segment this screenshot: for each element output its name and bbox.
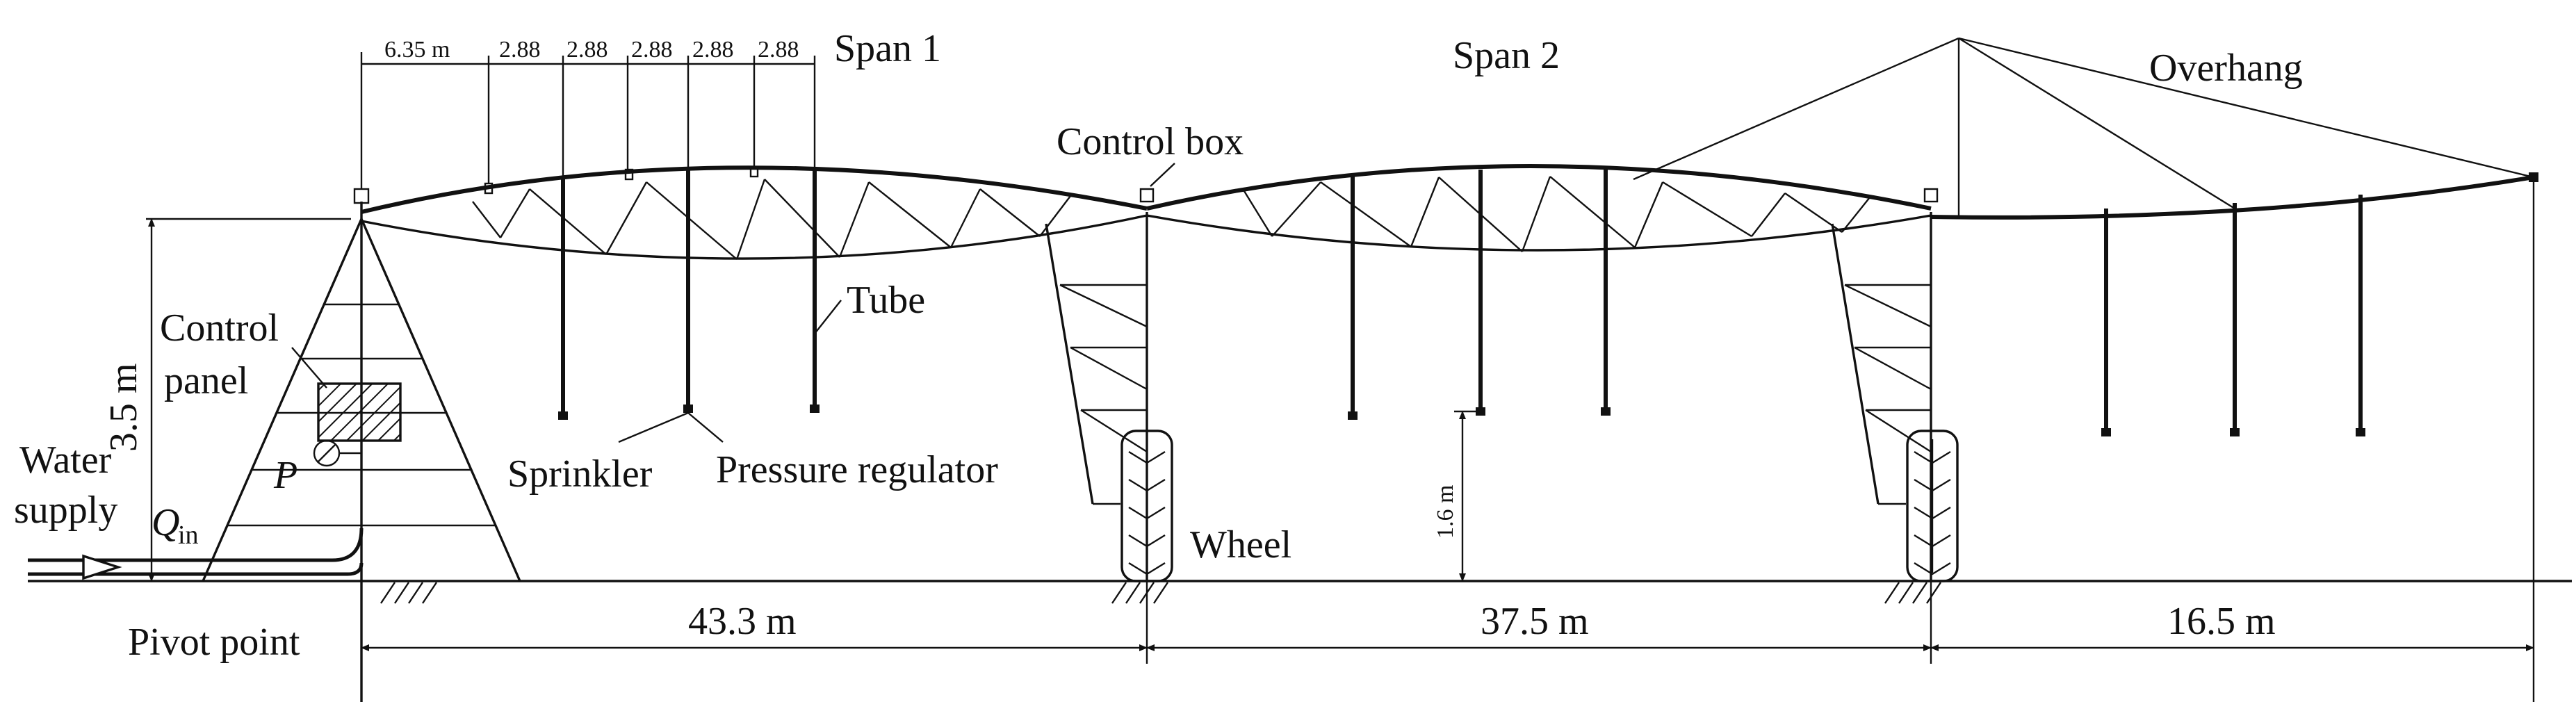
spacing-dimension [360,52,816,189]
dim-spacing-2: 2.88 [566,37,608,63]
dim-span2-length: 37.5 m [1481,600,1589,643]
label-control-box: Control box [1057,120,1244,163]
control-panel-leader [291,347,327,389]
ground-hatch-wheel2 [1884,582,1941,604]
label-q-subscript: in [178,521,199,550]
dim-spacing-3: 2.88 [631,37,673,63]
span1-truss [361,165,1148,260]
span2-truss [1146,164,1932,252]
label-sprinkler: Sprinkler [507,452,653,496]
dim-span1-length: 43.3 m [688,600,797,643]
ground-hatch-wheel1 [1111,582,1168,604]
span2-drops [1348,170,1611,420]
label-water-supply-line1: Water [19,439,112,482]
label-control-panel-line2: panel [164,359,248,402]
span1-drops [484,165,820,420]
pressure-gauge [313,439,361,467]
label-water-supply-line2: supply [14,489,117,532]
dim-spacing-1: 2.88 [499,37,541,63]
dim-overhang-length: 16.5 m [2167,600,2276,643]
leader-lines [618,300,842,443]
dim-spacing-4: 2.88 [692,37,734,63]
label-span1: Span 1 [834,27,941,70]
label-wheel: Wheel [1190,523,1291,566]
dim-sprinkler-height: 1.6 m [1433,485,1458,539]
label-overhang: Overhang [2149,47,2303,90]
label-q-symbol: Q [152,501,179,544]
wheel-2 [1906,430,1959,582]
label-tube: Tube [847,279,925,322]
tower-height-dimension [146,218,351,582]
tower-1 [1045,188,1155,581]
ground-hatch-pivot [380,580,437,604]
control-box-leader [1150,163,1175,187]
label-span2: Span 2 [1453,34,1560,77]
tower-2 [1831,188,1939,581]
sprinkler-height-dimension [1454,410,1481,582]
water-supply-pipe [28,528,364,580]
label-pivot-point: Pivot point [128,621,300,664]
dim-spacing-5: 2.88 [758,37,799,63]
pivot-tower [202,188,521,702]
overhang [1633,37,2538,702]
wheel-1 [1120,430,1173,582]
label-pressure: P [273,454,297,497]
control-panel-box [317,382,402,442]
label-control-panel-line1: Control [160,307,279,350]
dim-first-spacing: 6.35 m [384,37,450,63]
dim-tower-height: 3.5 m [102,363,145,452]
label-pressure-regulator: Pressure regulator [716,448,998,491]
overhang-drops [2101,195,2365,436]
length-dimensions [361,581,2534,664]
